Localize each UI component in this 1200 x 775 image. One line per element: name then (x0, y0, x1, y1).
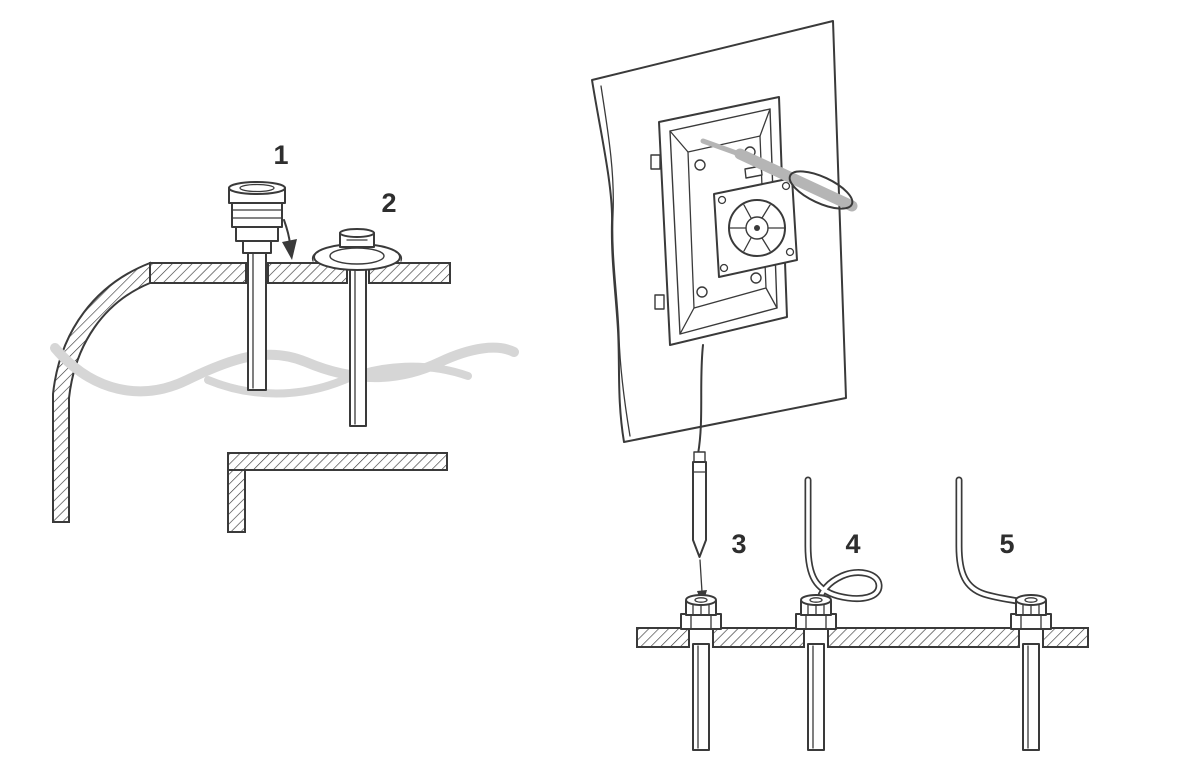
screwdriver-shaft (734, 148, 858, 212)
valve-rough-in-box (650, 96, 798, 346)
part1-body (231, 201, 283, 228)
bottom-band-2 (712, 627, 805, 648)
part-label-2: 2 (381, 188, 396, 218)
bottom-band-3 (827, 627, 1020, 648)
screwdriver (700, 138, 858, 212)
valve-cartridge-part1 (228, 181, 286, 391)
part1-stem (247, 251, 267, 391)
part2-stem (349, 267, 367, 427)
counter-front-curve (52, 261, 151, 523)
part-label-4: 4 (845, 529, 860, 559)
counter-band-left (149, 262, 247, 284)
escutcheon-part2 (311, 228, 403, 427)
bottom-counter-cross-section (636, 627, 1089, 648)
counter-band-right (368, 262, 451, 284)
bottom-band-1 (636, 627, 690, 648)
shelf-band (227, 452, 448, 471)
arrow-head-icon (282, 239, 297, 260)
part-label-5: 5 (999, 529, 1014, 559)
sensor-cable-and-probe (692, 344, 707, 606)
part-label-3: 3 (731, 529, 746, 559)
wave-line-2 (204, 362, 472, 398)
part1-neck (235, 225, 279, 242)
screw-icon (750, 272, 762, 284)
probe-collar (693, 451, 706, 463)
valve-assembly-part3 (680, 594, 722, 751)
shelf-vertical (227, 469, 246, 533)
insert-arrow (282, 219, 297, 260)
box-side-tab (650, 154, 661, 170)
lower-shelf-cross-section (227, 452, 448, 533)
cable (697, 344, 704, 455)
screw-icon (696, 286, 708, 298)
part-label-1: 1 (273, 140, 288, 170)
box-side-tab (654, 294, 665, 310)
pointer-line (699, 559, 703, 593)
countertop-cross-section (52, 261, 451, 523)
valve-control-dial (728, 199, 786, 257)
hose-part5 (955, 476, 1031, 607)
probe-body (692, 461, 707, 558)
screw-icon (694, 159, 706, 171)
wave-line-1 (50, 342, 519, 397)
bottom-band-4 (1042, 627, 1089, 648)
screwdriver-handle-ring (788, 170, 854, 210)
wall-torn-edge (600, 85, 631, 437)
valve-assembly-part5 (1010, 594, 1052, 751)
break-line-waves (50, 342, 519, 398)
hose-part4 (804, 476, 883, 606)
counter-band-middle (267, 262, 348, 284)
valve-assembly-part4 (795, 594, 837, 751)
